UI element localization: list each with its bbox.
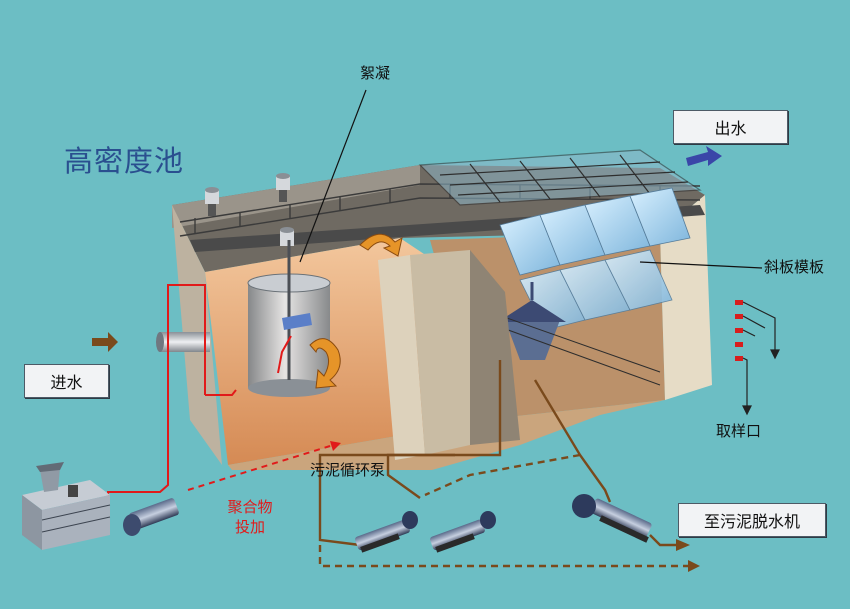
label-flocculation: 絮凝 (360, 64, 391, 82)
inlet-pipe-end (156, 332, 164, 352)
polymer-dosing-line (107, 284, 331, 500)
label-polymer-dosing: 聚合物 投加 (220, 497, 280, 537)
leader-lines (299, 89, 763, 269)
pump-dewatering (572, 494, 652, 543)
inclined-plates (499, 187, 691, 331)
label-polymer-line2: 投加 (234, 518, 265, 536)
polymer-dosing-skid (22, 462, 111, 550)
inlet-arrow (92, 332, 118, 352)
label-sampling-port: 取样口 (716, 422, 762, 440)
inlet-pipe (160, 332, 210, 352)
sampling-lines (742, 301, 780, 416)
label-inclined-plate: 斜板模板 (764, 258, 825, 276)
polymer-arrow (330, 441, 341, 451)
outlet-arrow (686, 146, 722, 166)
sludge-pipes (318, 360, 690, 568)
flocculation-tank (247, 240, 331, 397)
label-polymer-line1: 聚合物 (227, 498, 273, 516)
pump-polymer (123, 498, 179, 536)
partition-walls (378, 250, 520, 460)
clarifier-grid (418, 149, 702, 206)
label-sludge-pump: 污泥循环泵 (310, 461, 386, 479)
flow-arrows (309, 233, 403, 389)
diagram-title: 高密度池 (64, 144, 185, 178)
sludge-arrow-out (688, 560, 700, 572)
sludge-arrow-dewater (676, 539, 690, 551)
label-outlet-water: 出水 (673, 110, 788, 144)
pump-sludge-1 (355, 511, 418, 553)
label-inlet-water: 进水 (24, 364, 109, 398)
pump-sludge-2 (430, 511, 496, 553)
sampling-taps (735, 300, 743, 361)
label-to-dewatering: 至污泥脱水机 (678, 503, 826, 537)
